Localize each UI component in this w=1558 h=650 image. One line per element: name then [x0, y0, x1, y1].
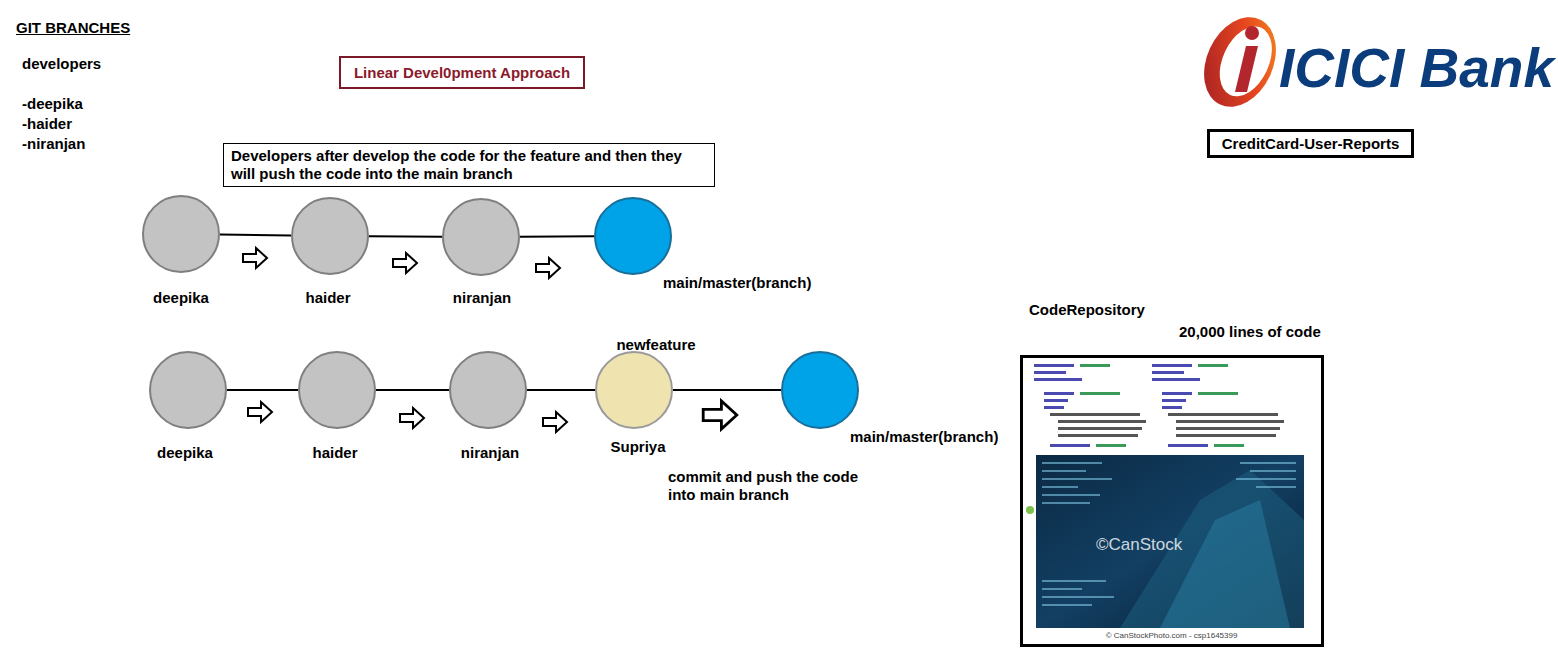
circle-shape — [781, 351, 859, 429]
watermark: © CanStockPhoto.com - csp1645399 — [1023, 631, 1320, 641]
project-box: CreditCard-User-Reports — [1207, 129, 1414, 158]
commit-circle: deepika — [149, 351, 227, 429]
node-label: haider — [312, 444, 357, 462]
heading-label: developers — [22, 55, 101, 73]
circle-shape — [449, 351, 527, 429]
branch-line — [520, 235, 594, 237]
branch-line — [227, 389, 298, 391]
branch-circle: main/master(branch) — [594, 197, 672, 275]
branch-line — [220, 234, 291, 237]
bank-logo — [1190, 5, 1290, 118]
circle-shape — [594, 197, 672, 275]
list-item: -niranjan — [22, 135, 85, 153]
branch-line — [673, 389, 781, 391]
node-label: deepika — [153, 289, 209, 307]
flow-arrow — [243, 248, 737, 432]
node-label: niranjan — [461, 444, 519, 462]
commit-circle: haider — [291, 197, 369, 275]
node-label: haider — [305, 289, 350, 307]
box-text: CreditCard-User-Reports — [1222, 135, 1400, 153]
node-label: main/master(branch) — [850, 428, 998, 446]
list-item: -deepika — [22, 95, 83, 113]
commit-circle: haider — [298, 351, 376, 429]
circle-shape — [291, 197, 369, 275]
circle-shape — [149, 351, 227, 429]
list-item: -haider — [22, 115, 72, 133]
size-label: 20,000 lines of code — [1179, 323, 1321, 341]
circle-shape — [595, 351, 673, 429]
feature-circle: newfeatureSupriya — [595, 351, 673, 429]
page-title: GIT BRANCHES — [16, 19, 130, 37]
box-text: Developers after develop the code for th… — [231, 147, 707, 183]
repo-label: CodeRepository — [1029, 301, 1145, 319]
note-text: commit and push the code into main branc… — [668, 468, 873, 504]
note-box: Developers after develop the code for th… — [223, 143, 715, 187]
node-label: deepika — [157, 444, 213, 462]
node-label: main/master(branch) — [663, 274, 811, 292]
node-label: niranjan — [453, 289, 511, 307]
commit-circle: deepika — [142, 195, 220, 273]
branch-line — [527, 389, 595, 391]
commit-circle: niranjan — [449, 351, 527, 429]
circle-shape — [298, 351, 376, 429]
node-label: newfeature — [616, 336, 695, 354]
branch-line — [369, 235, 442, 237]
circle-shape — [142, 195, 220, 273]
circle-shape — [442, 198, 520, 276]
branch-line — [376, 389, 449, 391]
commit-circle: niranjan — [442, 198, 520, 276]
box-text: Linear Devel0pment Approach — [354, 64, 570, 82]
brand-name: ICICI Bank — [1279, 41, 1554, 96]
node-label: Supriya — [610, 438, 665, 456]
approach-box: Linear Devel0pment Approach — [339, 56, 585, 89]
branch-circle: main/master(branch) — [781, 351, 859, 429]
watermark: ©CanStock — [1096, 535, 1182, 555]
code-picture — [1022, 357, 1323, 646]
